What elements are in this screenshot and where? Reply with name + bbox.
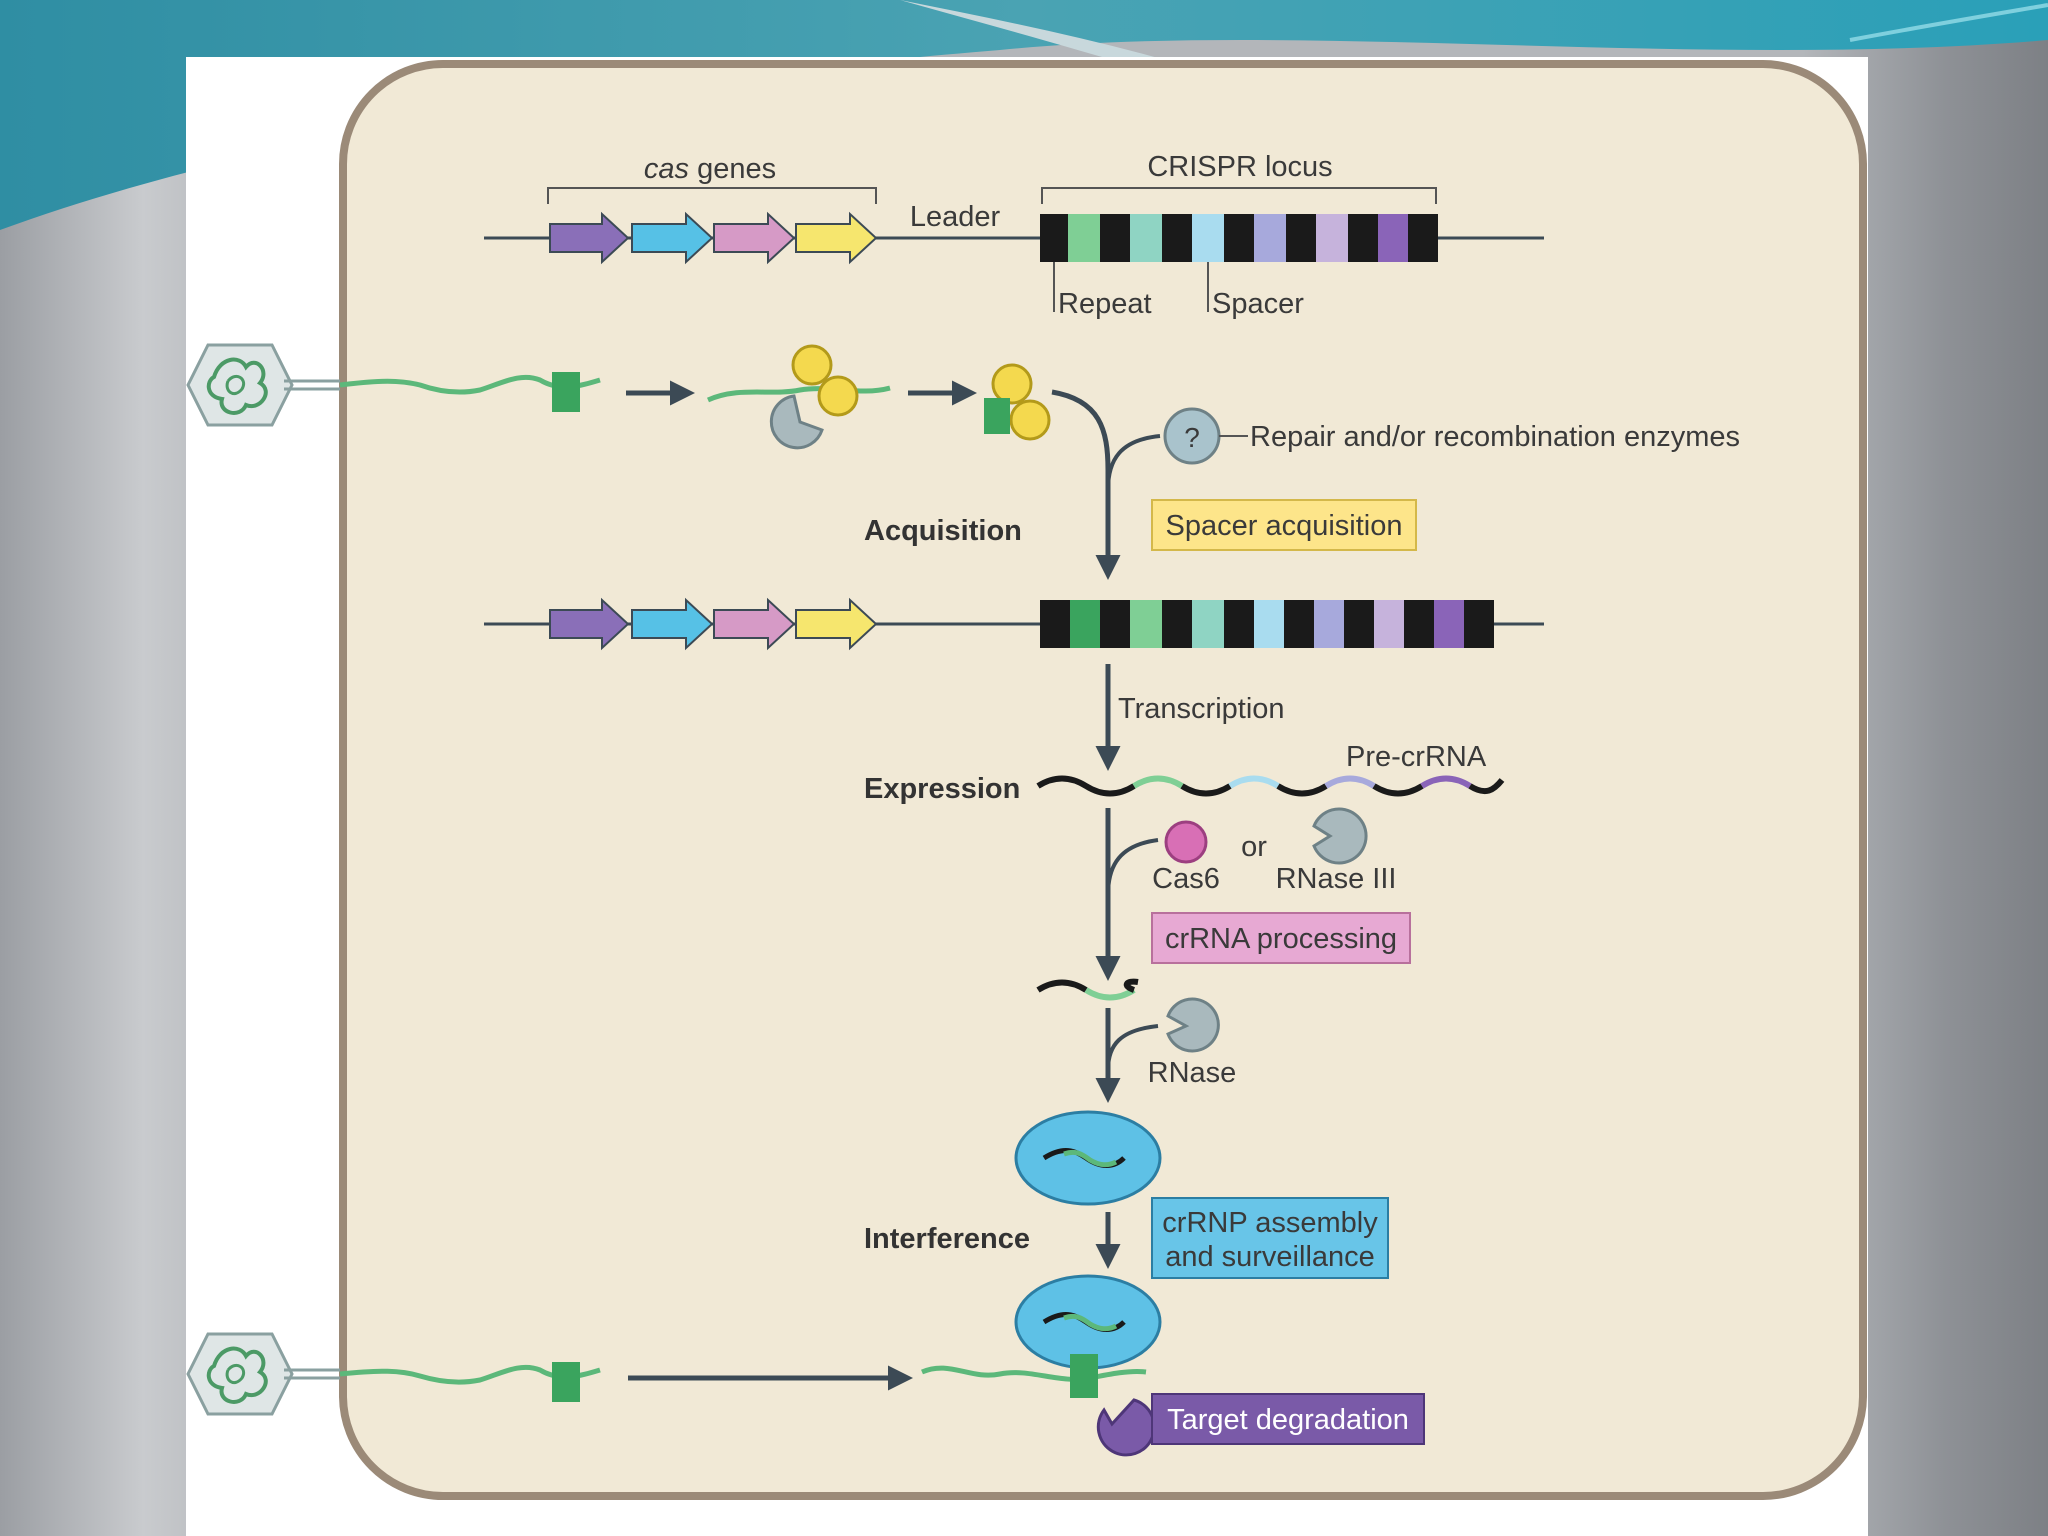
protospacer-top <box>552 372 580 412</box>
pre-crrna-strand <box>1036 775 1505 797</box>
repeat-label: Repeat <box>1058 288 1152 320</box>
cell-outline <box>339 60 1867 1500</box>
crrna-processing-box <box>1151 912 1411 964</box>
cas-gene-blue <box>631 211 714 265</box>
crispr-locus-label: CRISPR locus <box>1147 151 1332 183</box>
pre-crrna-label: Pre-crRNA <box>1346 741 1487 773</box>
expression-label: Expression <box>864 773 1020 805</box>
cas6-label: Cas6 <box>1152 863 1220 895</box>
cas-protein-yellow-1 <box>791 344 833 386</box>
cas-gene-purple <box>549 211 630 265</box>
acquisition-curve <box>1051 389 1121 580</box>
processing-curve <box>1106 838 1159 896</box>
cas-gene-arrows-top <box>549 211 878 265</box>
spacer-acquisition-box <box>1151 499 1417 551</box>
transcription-label: Transcription <box>1118 693 1285 725</box>
cas-genes-label: cas genes <box>644 153 776 185</box>
crrna-processing-text: crRNA processing <box>1165 923 1397 955</box>
rnase-label: RNase <box>1148 1057 1237 1089</box>
rnase-curve <box>1106 1024 1159 1071</box>
rnase-pacman-icon <box>1166 997 1220 1053</box>
spacer-acquisition-text: Spacer acquisition <box>1166 510 1403 542</box>
cas-protein-yellow-2 <box>817 375 859 417</box>
target-dna <box>921 1365 1147 1382</box>
processed-crrna <box>1036 978 1139 1001</box>
repair-curve <box>1106 434 1161 491</box>
crrnp-assembly-text-2: and surveillance <box>1165 1241 1375 1273</box>
header-wave-line <box>1849 3 2048 42</box>
leader-label: Leader <box>910 201 1001 233</box>
phage-icon-bottom <box>186 1332 342 1416</box>
interference-label: Interference <box>864 1223 1030 1255</box>
cas-gene-pink <box>713 211 796 265</box>
crrnp-assembly-text-1: crRNP assembly <box>1162 1207 1378 1239</box>
cas-gene-arrows-second <box>549 597 878 651</box>
protospacer-bottom <box>552 1362 580 1402</box>
spacer-label: Spacer <box>1212 288 1304 320</box>
rnase3-pacman-icon <box>1312 807 1368 865</box>
nuclease-pacman-icon <box>769 394 824 450</box>
target-protospacer <box>1070 1354 1098 1398</box>
cas-gene-yellow <box>795 211 878 265</box>
phage-icon-top <box>186 343 342 427</box>
target-degradation-text: Target degradation <box>1167 1404 1409 1436</box>
target-degradation-box <box>1151 1393 1425 1445</box>
question-mark: ? <box>1184 422 1200 453</box>
crispr-locus-bracket <box>1041 187 1437 204</box>
cas6-icon <box>1164 820 1208 864</box>
cas-genes-bracket <box>547 187 877 204</box>
cas-protein-yellow-4 <box>1009 399 1051 441</box>
repair-label: Repair and/or recombination enzymes <box>1250 421 1740 453</box>
cas-protein-yellow-3 <box>991 363 1033 405</box>
or-label: or <box>1241 831 1267 863</box>
crispr-array-expanded <box>1040 600 1494 648</box>
rnase3-label: RNase III <box>1276 863 1397 895</box>
spacer-fragment <box>984 398 1010 434</box>
crrnp-assembly-box <box>1151 1197 1389 1279</box>
cas3-nuclease-icon <box>1096 1398 1156 1457</box>
dna-fragment-mid <box>706 385 891 403</box>
acquisition-label: Acquisition <box>864 515 1022 547</box>
crispr-array-top <box>1040 214 1438 262</box>
